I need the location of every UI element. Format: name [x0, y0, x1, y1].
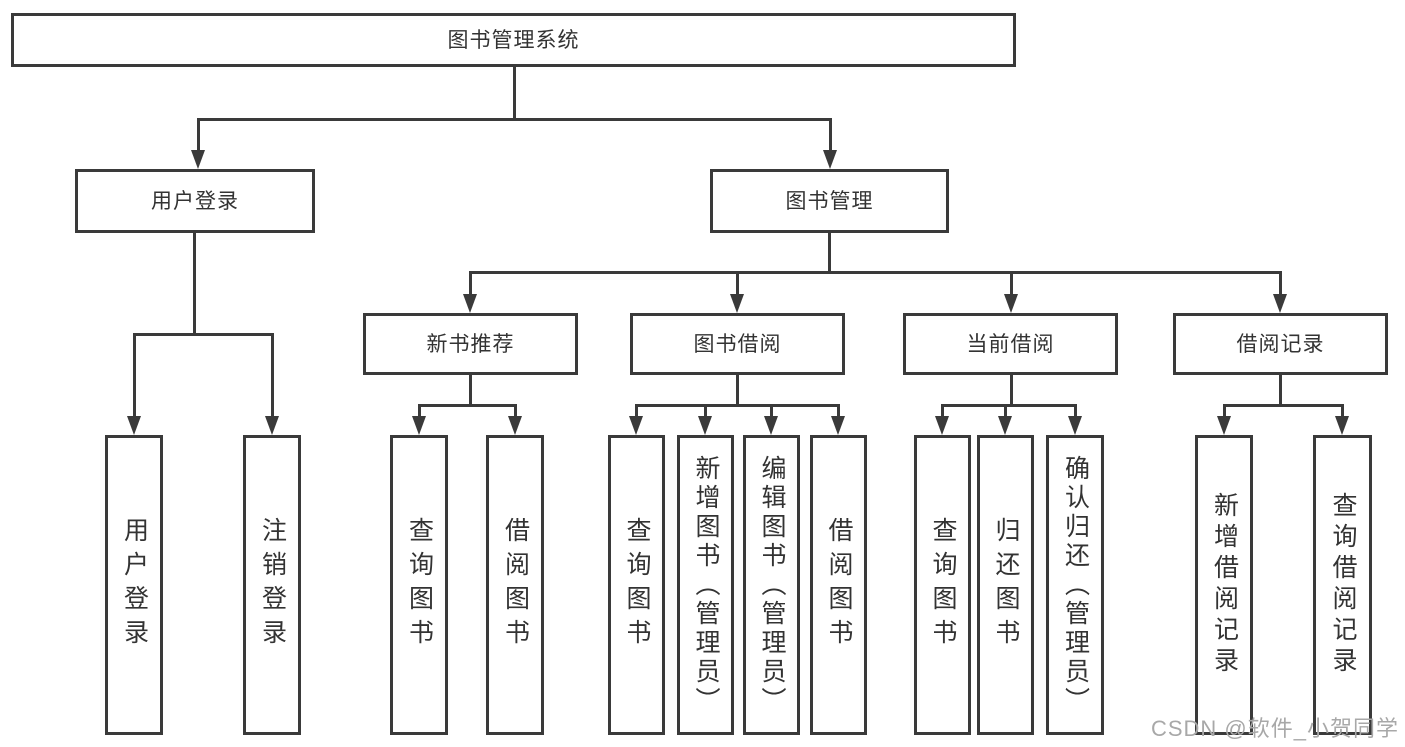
connector-line	[469, 271, 472, 294]
connector-line	[1004, 404, 1007, 416]
arrow-down-icon	[265, 416, 279, 435]
connector-line	[736, 375, 739, 406]
connector-line	[514, 404, 517, 416]
node-user-login: 用户登录	[75, 169, 315, 233]
connector-line	[513, 67, 516, 120]
connector-line	[635, 404, 840, 407]
connector-line	[941, 404, 1077, 407]
node-leaf-br-query-record: 查询借阅记录	[1313, 435, 1372, 735]
connector-line	[770, 404, 773, 416]
connector-line	[1223, 404, 1226, 416]
node-current-borrowing: 当前借阅	[903, 313, 1118, 375]
connector-line	[635, 404, 638, 416]
node-leaf-cb-return-books: 归还图书	[977, 435, 1034, 735]
connector-line	[1341, 404, 1344, 416]
connector-line	[829, 118, 832, 150]
csdn-watermark: CSDN @软件_小贺同学	[1150, 716, 1399, 741]
connector-line	[1223, 404, 1344, 407]
node-leaf-nbr-query-books: 查询图书	[390, 435, 448, 735]
connector-line	[469, 375, 472, 406]
arrow-down-icon	[823, 150, 837, 169]
arrow-down-icon	[191, 150, 205, 169]
node-new-book-recommendation: 新书推荐	[363, 313, 578, 375]
connector-line	[193, 233, 196, 335]
arrow-down-icon	[127, 416, 141, 435]
arrow-down-icon	[1004, 294, 1018, 313]
connector-line	[197, 118, 832, 121]
node-leaf-bb-query-books: 查询图书	[608, 435, 665, 735]
arrow-down-icon	[629, 416, 643, 435]
arrow-down-icon	[412, 416, 426, 435]
connector-line	[133, 333, 136, 416]
arrow-down-icon	[698, 416, 712, 435]
node-book-borrowing: 图书借阅	[630, 313, 845, 375]
arrow-down-icon	[1273, 294, 1287, 313]
node-leaf-bb-add-books-admin: 新增图书（管理员）	[677, 435, 734, 735]
connector-line	[1279, 271, 1282, 294]
node-leaf-br-add-record: 新增借阅记录	[1195, 435, 1253, 735]
connector-line	[1010, 375, 1013, 406]
arrow-down-icon	[935, 416, 949, 435]
arrow-down-icon	[998, 416, 1012, 435]
arrow-down-icon	[508, 416, 522, 435]
connector-line	[704, 404, 707, 416]
connector-line	[1010, 271, 1013, 294]
connector-line	[418, 404, 517, 407]
node-leaf-bb-borrow-books: 借阅图书	[810, 435, 867, 735]
connector-line	[271, 333, 274, 416]
node-leaf-cb-confirm-return-admin: 确认归还（管理员）	[1046, 435, 1104, 735]
connector-line	[941, 404, 944, 416]
node-library-management-system: 图书管理系统	[11, 13, 1016, 67]
arrow-down-icon	[1068, 416, 1082, 435]
arrow-down-icon	[764, 416, 778, 435]
node-leaf-bb-edit-books-admin: 编辑图书（管理员）	[743, 435, 800, 735]
connector-line	[837, 404, 840, 416]
arrow-down-icon	[831, 416, 845, 435]
node-leaf-user-login: 用户登录	[105, 435, 163, 735]
connector-line	[133, 333, 274, 336]
connector-line	[828, 233, 831, 273]
connector-line	[197, 118, 200, 150]
connector-line	[736, 271, 739, 294]
connector-line	[418, 404, 421, 416]
node-book-management: 图书管理	[710, 169, 949, 233]
arrow-down-icon	[730, 294, 744, 313]
arrow-down-icon	[463, 294, 477, 313]
connector-line	[469, 271, 1282, 274]
connector-line	[1074, 404, 1077, 416]
connector-line	[1279, 375, 1282, 406]
node-leaf-logout: 注销登录	[243, 435, 301, 735]
arrow-down-icon	[1217, 416, 1231, 435]
arrow-down-icon	[1335, 416, 1349, 435]
node-borrowing-records: 借阅记录	[1173, 313, 1388, 375]
node-leaf-cb-query-books: 查询图书	[914, 435, 971, 735]
node-leaf-nbr-borrow-books: 借阅图书	[486, 435, 544, 735]
